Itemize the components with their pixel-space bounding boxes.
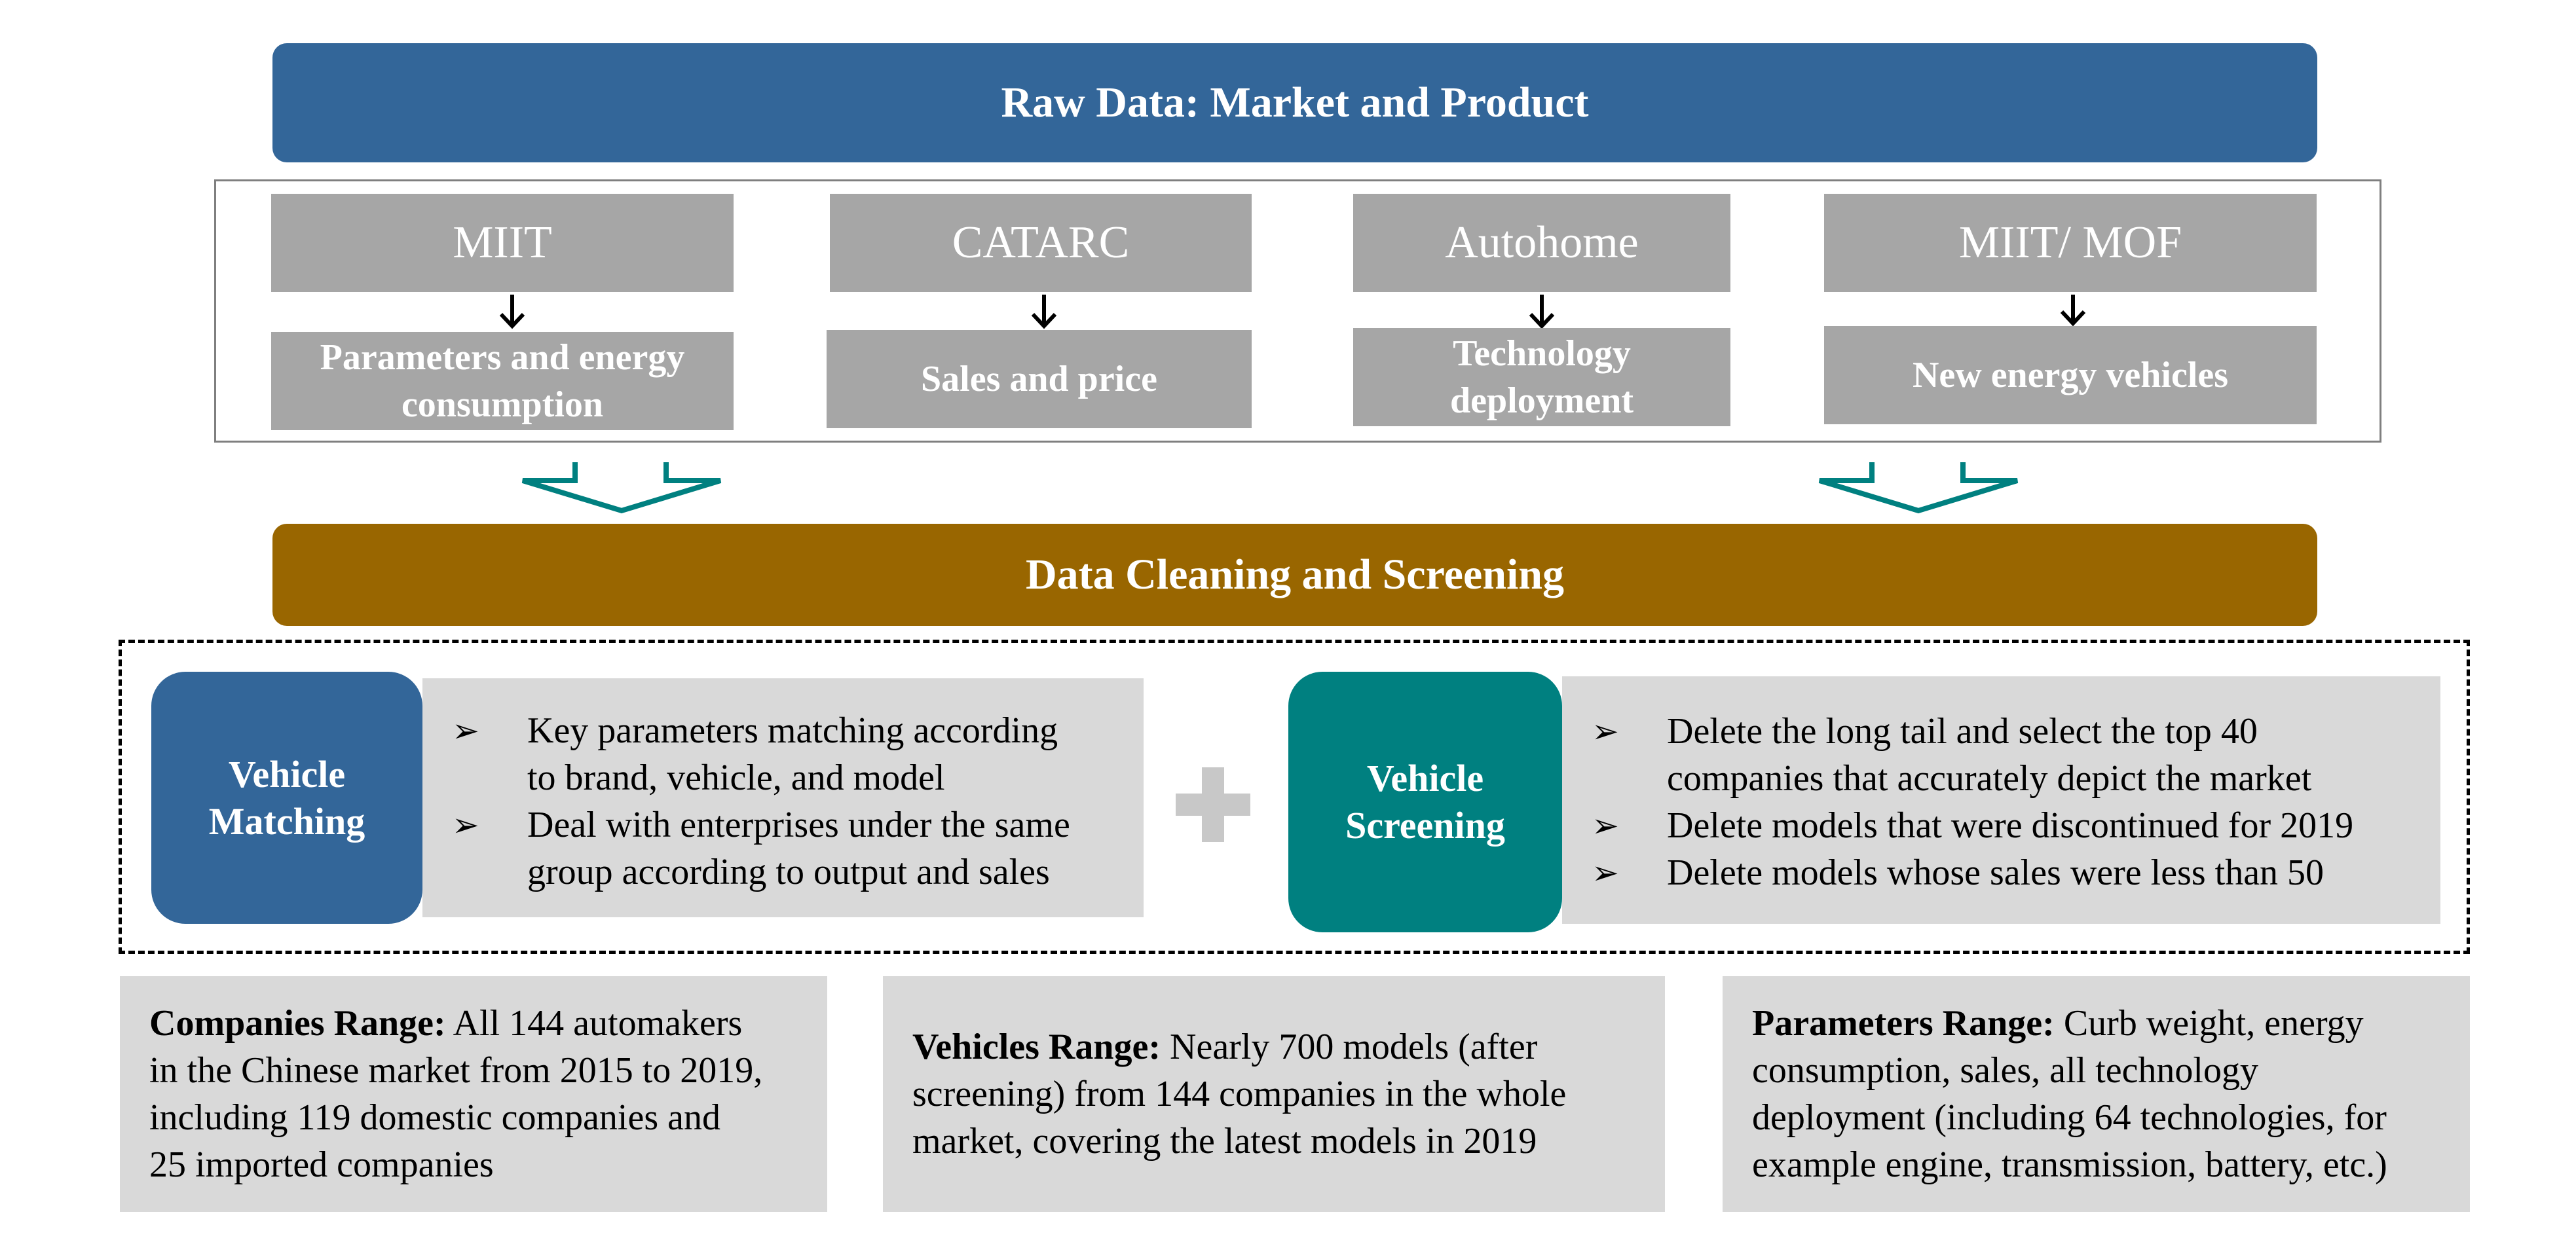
bullet-text: Delete models that were discontinued for… [1667, 805, 2354, 846]
source-miit-mof-label: MIIT/ MOF [1958, 217, 2182, 268]
matching-panel: ➢ Key parameters matching according to b… [422, 678, 1144, 917]
range-text: deployment (including 64 technologies, f… [1752, 1097, 2387, 1138]
range-text: including 119 domestic companies and [149, 1097, 720, 1138]
source-catarc-detail: Sales and price [827, 330, 1252, 428]
source-miit-detail: Parameters and energy consumption [271, 332, 734, 430]
down-arrow-icon [499, 295, 525, 329]
detail-line: deployment [1450, 380, 1633, 421]
source-miit: MIIT [271, 194, 734, 292]
merge-chevron-icon [521, 462, 722, 514]
bullet-text: Key parameters matching according to bra… [527, 710, 1058, 798]
source-catarc: CATARC [830, 194, 1252, 292]
label-line: Vehicle [1366, 757, 1484, 799]
detail-line: Technology [1453, 333, 1631, 374]
source-miit-mof-detail: New energy vehicles [1824, 326, 2317, 424]
label-line: Screening [1345, 804, 1505, 847]
label-line: Vehicle [228, 752, 346, 795]
plus-icon [1176, 767, 1250, 842]
down-arrow-icon [1031, 295, 1057, 329]
source-miit-mof: MIIT/ MOF [1824, 194, 2317, 292]
source-autohome-label: Autohome [1445, 217, 1639, 268]
bullet-text: Delete models whose sales were less than… [1667, 852, 2324, 893]
range-text: consumption, sales, all technology [1752, 1050, 2258, 1091]
range-heading: Companies Range: [149, 1003, 446, 1044]
raw-data-title: Raw Data: Market and Product [1001, 79, 1589, 126]
label-line: Matching [208, 799, 365, 843]
vehicles-range-box: Vehicles Range: Nearly 700 models (after… [883, 976, 1665, 1212]
detail-line: consumption [401, 384, 604, 425]
range-text: Curb weight, energy [2054, 1003, 2364, 1044]
range-text: 25 imported companies [149, 1144, 494, 1185]
data-cleaning-title: Data Cleaning and Screening [1025, 551, 1565, 598]
process-frame [119, 640, 2470, 954]
range-text: Nearly 700 models (after [1161, 1027, 1538, 1067]
range-text: All 144 automakers [445, 1003, 743, 1044]
data-cleaning-banner: Data Cleaning and Screening [272, 524, 2317, 626]
companies-range-box: Companies Range: All 144 automakers in t… [120, 976, 827, 1212]
vehicle-screening-label: Vehicle Screening [1288, 672, 1562, 932]
detail-line: New energy vehicles [1912, 355, 2229, 395]
source-autohome-detail: Technology deployment [1353, 328, 1730, 426]
range-text: in the Chinese market from 2015 to 2019, [149, 1050, 763, 1091]
bullet-arrow-icon: ➢ [1592, 854, 1619, 891]
bullet-arrow-icon: ➢ [452, 712, 479, 749]
down-arrow-icon [2060, 295, 2086, 327]
source-autohome: Autohome [1353, 194, 1730, 292]
range-text: market, covering the latest models in 20… [912, 1121, 1537, 1161]
detail-line: Parameters and energy [320, 337, 685, 378]
range-heading: Parameters Range: [1752, 1003, 2055, 1044]
down-arrow-icon [1529, 295, 1555, 329]
bullet-arrow-icon: ➢ [1592, 807, 1619, 844]
bullet-text: Deal with enterprises under the same gro… [527, 805, 1070, 892]
bullet-text: Delete the long tail and select the top … [1667, 711, 2312, 799]
raw-data-banner: Raw Data: Market and Product [272, 43, 2317, 162]
bullet-arrow-icon: ➢ [452, 807, 479, 843]
range-heading: Vehicles Range: [912, 1027, 1161, 1067]
merge-chevron-icon [1818, 462, 2019, 514]
bullet-arrow-icon: ➢ [1592, 713, 1619, 750]
range-text: screening) from 144 companies in the who… [912, 1074, 1567, 1114]
vehicle-matching-label: Vehicle Matching [151, 672, 422, 924]
source-catarc-label: CATARC [952, 217, 1130, 268]
detail-line: Sales and price [921, 359, 1157, 399]
range-text: example engine, transmission, battery, e… [1752, 1144, 2387, 1185]
source-miit-label: MIIT [453, 217, 552, 268]
parameters-range-box: Parameters Range: Curb weight, energy co… [1723, 976, 2470, 1212]
screening-panel: ➢ Delete the long tail and select the to… [1562, 676, 2440, 924]
